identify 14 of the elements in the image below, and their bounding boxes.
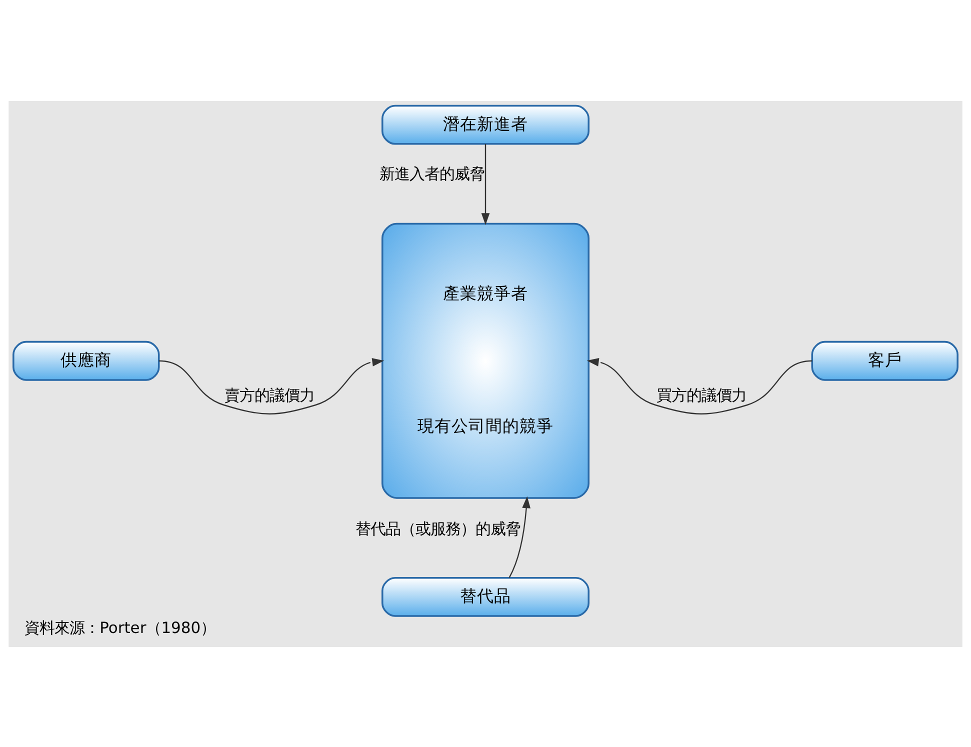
arrow xyxy=(586,358,812,414)
arrow xyxy=(481,143,490,225)
caption: 資料來源：Porter（1980） xyxy=(24,618,216,637)
node-box: 供應商 xyxy=(12,340,160,380)
node-box: 產業競爭者 現有公司間的競爭 xyxy=(381,222,590,498)
edge-label: 賣方的議價力 xyxy=(224,386,315,404)
edge-label: 新進入者的威脅 xyxy=(379,164,484,182)
node-box: 替代品 xyxy=(381,576,590,616)
arrow xyxy=(508,496,531,578)
node-box: 客戶 xyxy=(811,340,958,380)
edge-label: 買方的議價力 xyxy=(656,386,746,404)
arrow xyxy=(158,358,384,414)
edge-label: 替代品（或服務）的威脅 xyxy=(356,520,521,538)
node-box: 潛在新進者 xyxy=(381,104,590,144)
